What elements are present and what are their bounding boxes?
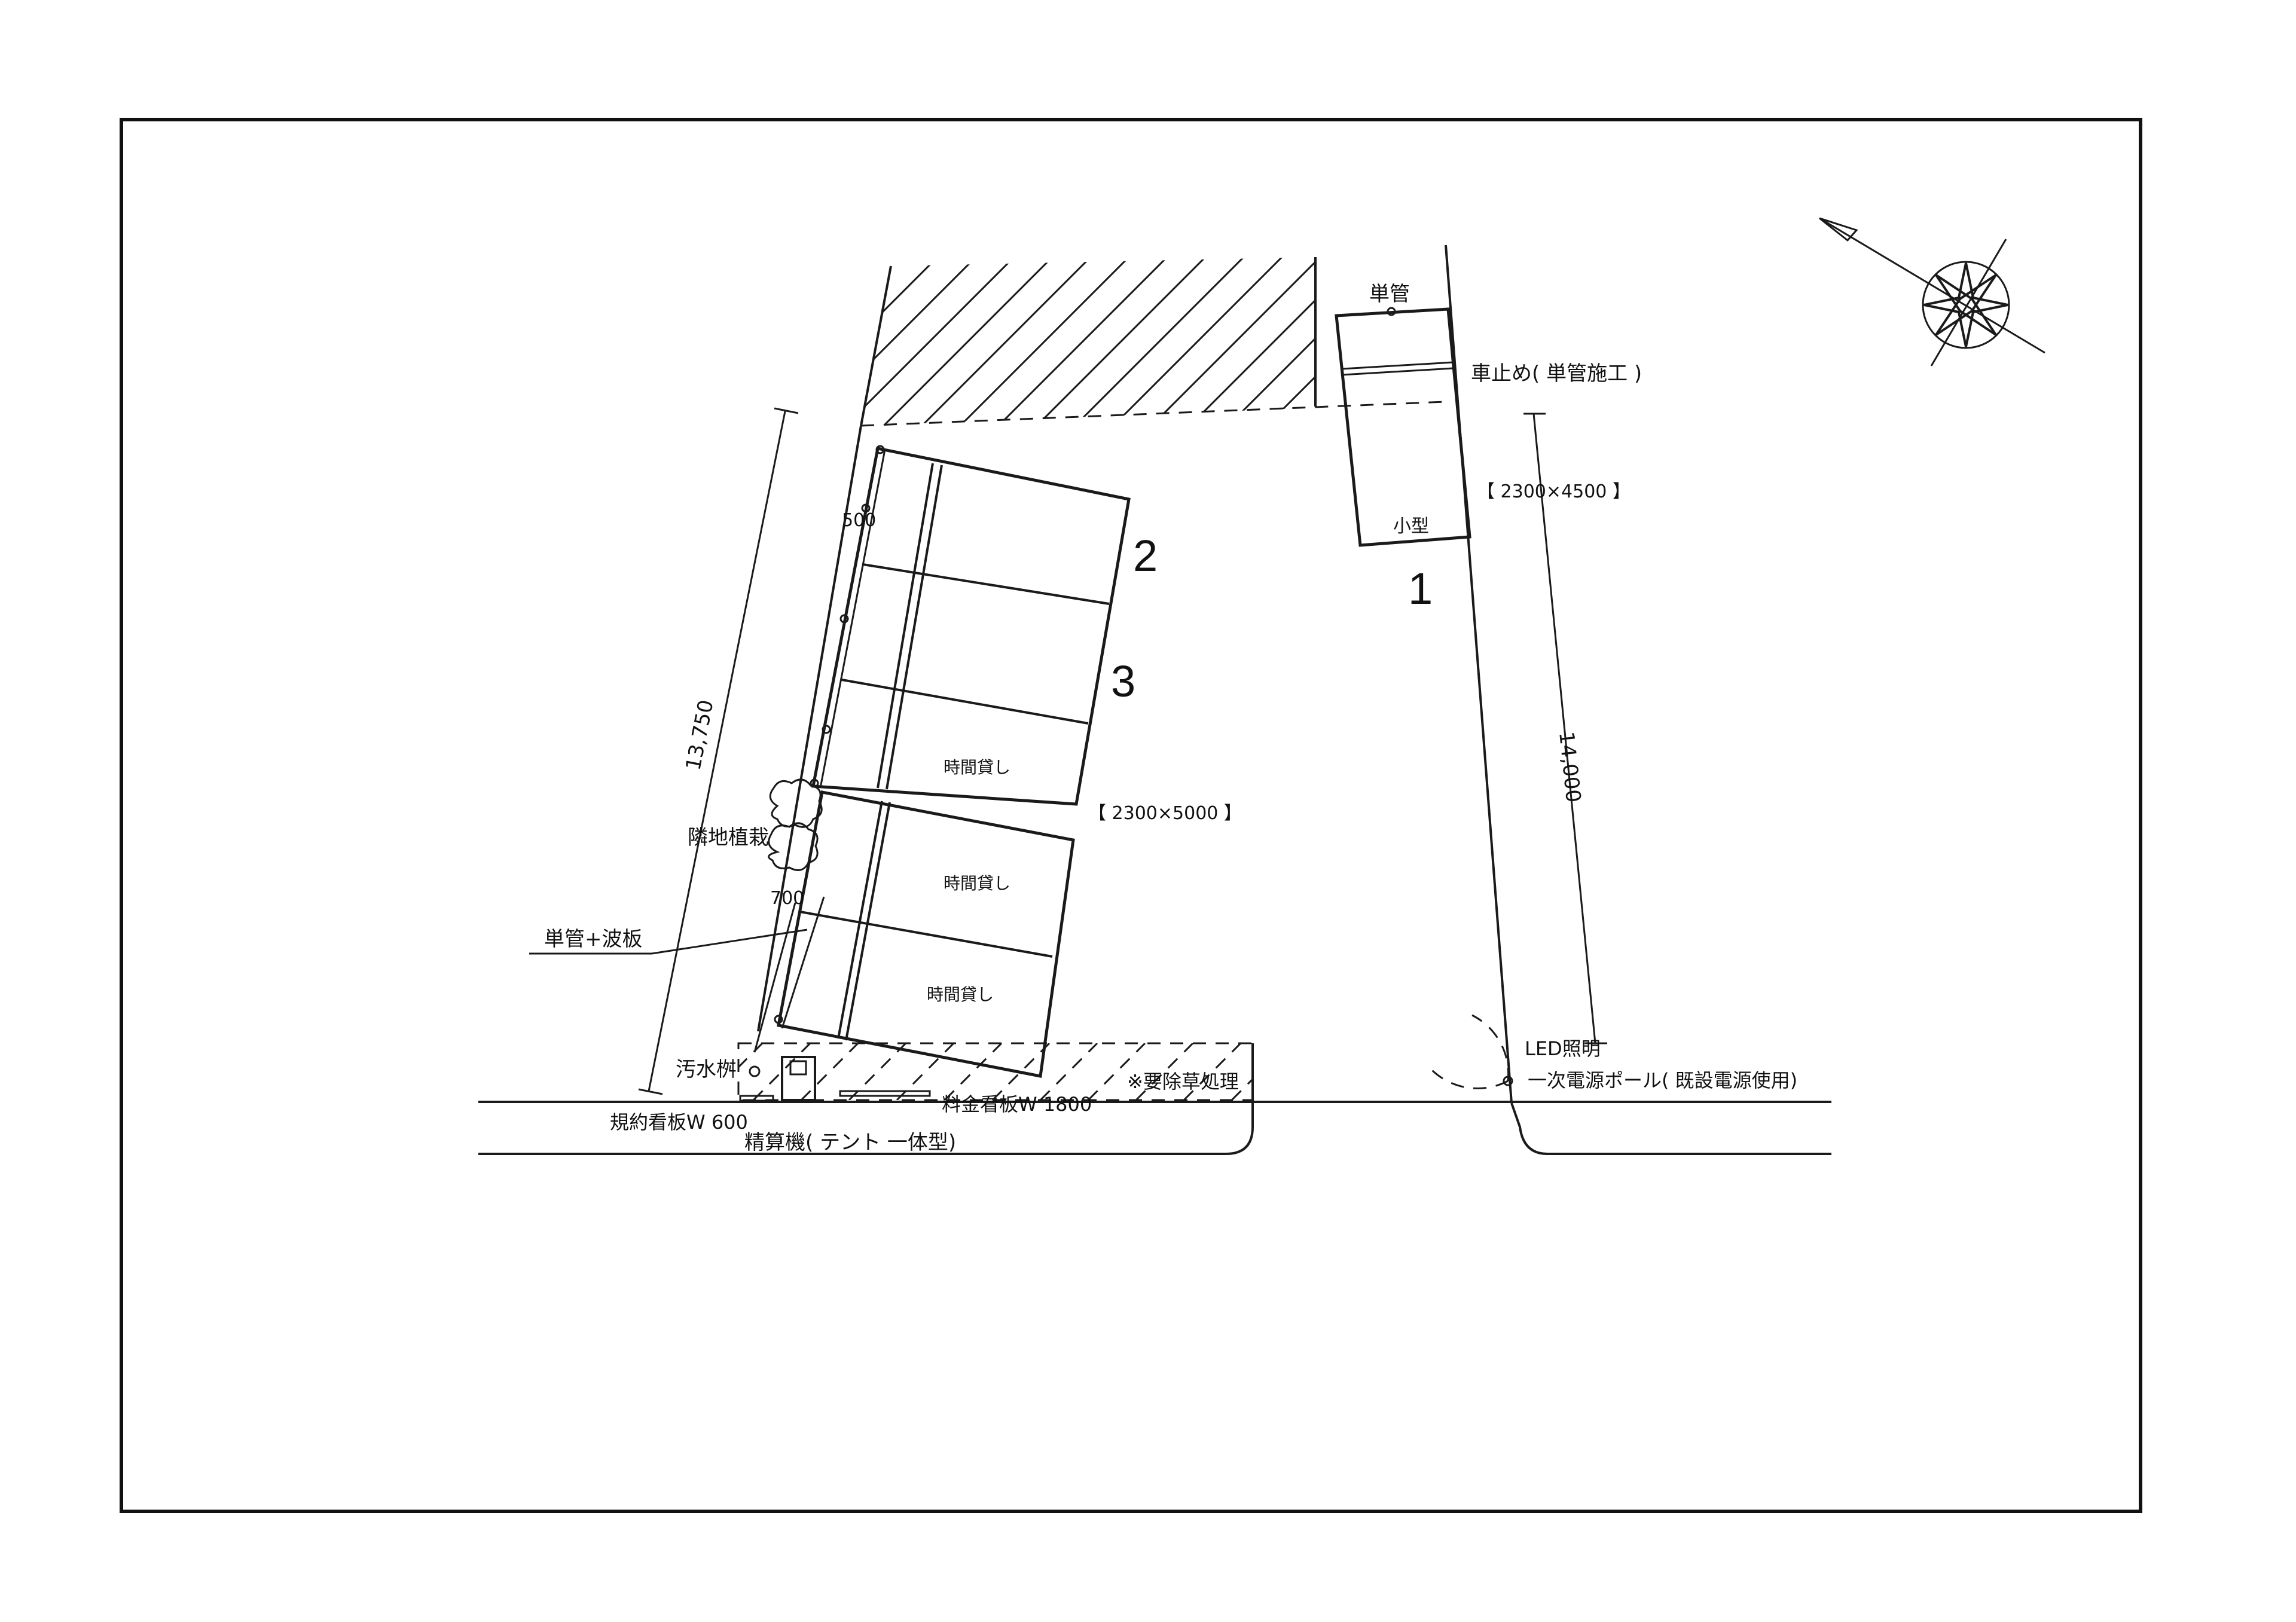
pay-machine (781, 1056, 816, 1101)
led-light (1431, 1014, 1513, 1090)
power-pole-label: 一次電源ポール( 既設電源使用) (1528, 1069, 1797, 1092)
contract-sign-label: 規約看板W 600 (610, 1111, 748, 1134)
gap-top-dim: 500 (842, 510, 876, 531)
hatch-line (861, 257, 868, 426)
space-3-number: 3 (1111, 656, 1135, 706)
weeding-area (737, 1042, 1254, 1101)
hatch-line (1107, 257, 1289, 426)
wheel-stop-label: 車止め( 単管施工 ) (1471, 362, 1642, 386)
dim-right-label: 14,000 (1554, 731, 1585, 804)
hatch-line (1184, 257, 1315, 426)
led-label: LED照明 (1525, 1037, 1601, 1060)
neighbor-plants (768, 778, 823, 871)
hatch-line (878, 257, 1060, 426)
dim-left-label: 13,750 (682, 698, 719, 772)
parking-block-lower (777, 790, 1075, 1078)
fence-posts (774, 445, 885, 1024)
space-1-number: 1 (1408, 564, 1433, 613)
space-4-label: 時間貸し (944, 757, 1010, 777)
hatch-line (944, 1043, 1003, 1100)
hatch-line (861, 257, 945, 426)
neighbor-plants-label: 隣地植栽 (688, 826, 769, 850)
hatch-line (1039, 1043, 1098, 1100)
fare-sign (839, 1090, 931, 1097)
corrugated-fence (753, 896, 825, 1053)
space-1-size: 【 2300×4500 】 (1477, 481, 1631, 502)
hatch-line (1146, 257, 1315, 426)
contract-sign (739, 1095, 774, 1102)
compass-icon (1819, 217, 2045, 366)
neighbor-building-hatch (860, 257, 1317, 426)
hatch-line (1222, 257, 1315, 426)
hatch-line (1069, 257, 1251, 426)
gap-bottom-dim: 700 (770, 888, 804, 909)
hatch-line (861, 257, 1021, 426)
hatch-line (1231, 1043, 1253, 1100)
space-6-label: 時間貸し (927, 985, 994, 1004)
space-1-type: 小型 (1393, 516, 1429, 537)
pipe-corrugated-label: 単管+波板 (544, 927, 643, 951)
parking-block-upper (811, 447, 1131, 806)
leader-lines (529, 928, 808, 955)
space-5-label: 時間貸し (944, 873, 1010, 893)
hatch-line (993, 257, 1174, 426)
road-edges (478, 1043, 1831, 1155)
drawing-frame (120, 118, 2142, 1513)
sewage-manhole (749, 1065, 761, 1077)
dimension-left (638, 407, 799, 1095)
tankan-label: 単管 (1369, 282, 1410, 306)
hatch-line (954, 257, 1136, 426)
hatch-line (1260, 257, 1315, 426)
weeding-label: ※要除草処理 (1127, 1070, 1239, 1093)
parking-space-1 (1335, 307, 1471, 547)
hatch-line (861, 257, 983, 426)
hatch-line (916, 257, 1098, 426)
fare-sign-label: 料金看板W 1800 (942, 1093, 1092, 1116)
space-2-number: 2 (1133, 531, 1158, 581)
sewage-label: 汚水桝 (676, 1058, 737, 1082)
hatch-line (861, 257, 906, 426)
pay-machine-label: 精算機( テント 一体型) (744, 1131, 956, 1154)
dimension-right (1523, 413, 1607, 1044)
hatch-line (1031, 257, 1213, 426)
std-size-label: 【 2300×5000 】 (1088, 803, 1242, 824)
